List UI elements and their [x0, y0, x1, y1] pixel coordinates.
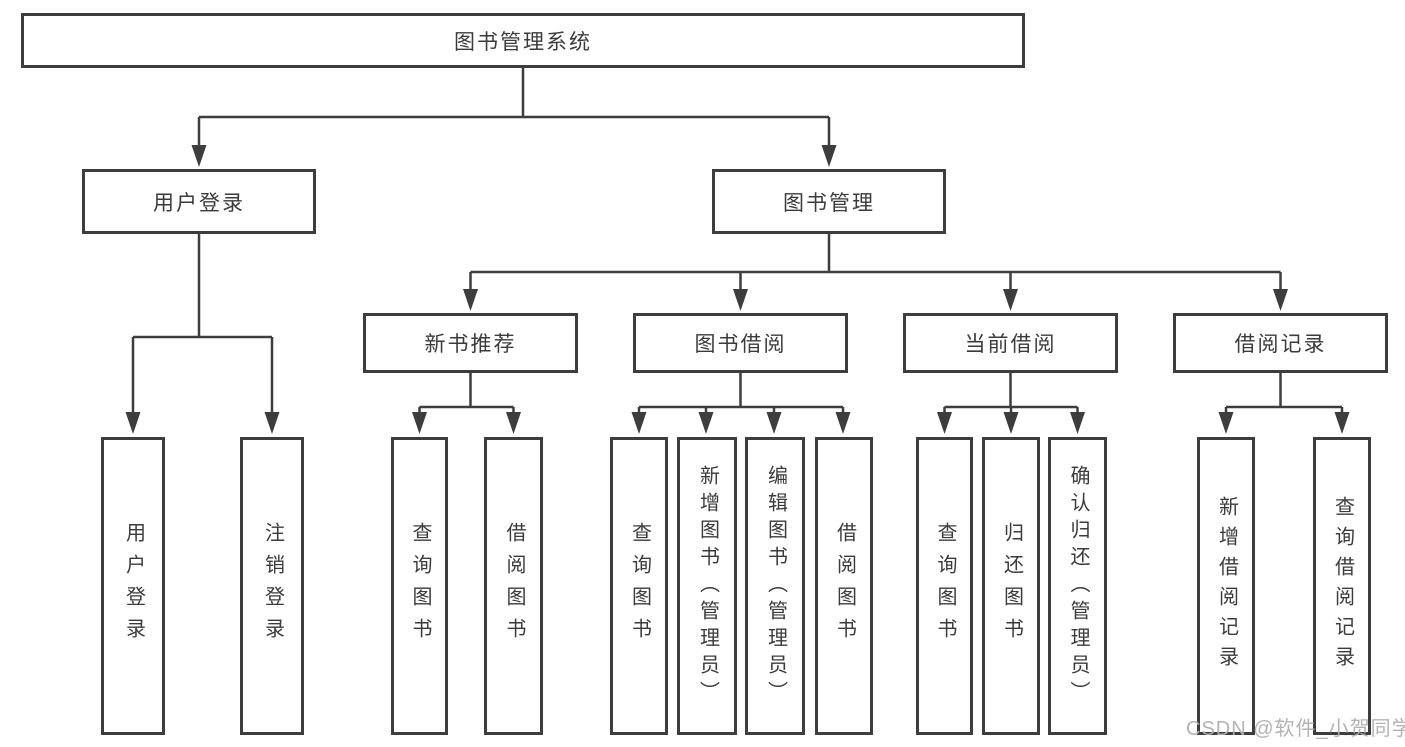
leaf-confirm-return-admin: 确认归还（管理员） — [1048, 437, 1107, 735]
node-label: 图书借阅 — [694, 333, 787, 356]
node-label: 图书管理系统 — [454, 30, 592, 54]
node-label: 用户登录 — [153, 191, 245, 215]
node-current-borrowing: 当前借阅 — [903, 313, 1118, 373]
leaf-edit-books-admin: 编辑图书（管理员） — [745, 437, 805, 735]
node-label: 用户登录 — [122, 522, 145, 650]
node-book-management: 图书管理 — [712, 169, 946, 234]
csdn-watermark: CSDN @软件_小贺同学 — [1186, 718, 1405, 740]
node-label: 归还图书 — [1000, 522, 1023, 650]
leaf-query-books-borrowing: 查询图书 — [610, 437, 668, 735]
leaf-borrow-books-borrowing: 借阅图书 — [815, 437, 873, 735]
node-label: 新增图书（管理员） — [696, 464, 719, 708]
node-new-book-recommendation: 新书推荐 — [363, 313, 578, 373]
leaf-add-borrow-record: 新增借阅记录 — [1197, 437, 1255, 735]
node-label: 图书管理 — [783, 191, 875, 215]
leaf-logout: 注销登录 — [240, 437, 304, 735]
node-label: 查询图书 — [934, 522, 956, 650]
node-label: 编辑图书（管理员） — [764, 464, 787, 708]
node-book-borrowing: 图书借阅 — [633, 313, 848, 373]
node-label: 查询图书 — [409, 522, 431, 650]
leaf-user-login: 用户登录 — [101, 437, 165, 735]
node-label: 查询图书 — [628, 522, 651, 650]
leaf-return-books: 归还图书 — [982, 437, 1040, 735]
node-label: 新增借阅记录 — [1215, 496, 1238, 676]
node-label: 借阅记录 — [1234, 333, 1327, 356]
node-borrowing-records: 借阅记录 — [1173, 313, 1388, 373]
node-label: 借阅图书 — [503, 522, 525, 650]
node-user-login-branch: 用户登录 — [82, 169, 316, 234]
node-label: 借阅图书 — [833, 522, 856, 650]
node-label: 查询借阅记录 — [1331, 496, 1354, 676]
node-label: 当前借阅 — [964, 333, 1057, 356]
node-label: 注销登录 — [261, 522, 284, 650]
node-label: 新书推荐 — [424, 333, 517, 356]
leaf-query-borrow-record: 查询借阅记录 — [1313, 437, 1371, 735]
leaf-query-books-current: 查询图书 — [916, 437, 973, 735]
leaf-add-books-admin: 新增图书（管理员） — [677, 437, 737, 735]
node-label: 确认归还（管理员） — [1067, 464, 1089, 708]
node-root-library-system: 图书管理系统 — [21, 13, 1025, 68]
leaf-query-books-recommend: 查询图书 — [391, 437, 448, 735]
leaf-borrow-books-recommend: 借阅图书 — [484, 437, 543, 735]
